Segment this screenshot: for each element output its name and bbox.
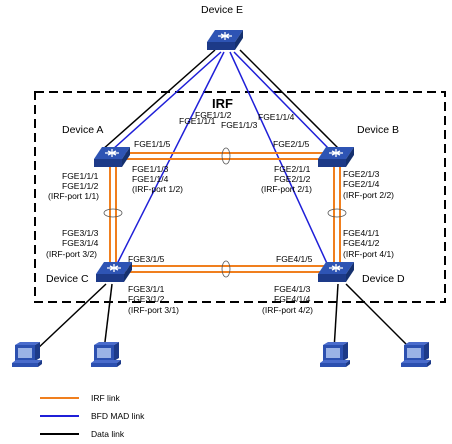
port-label: (IRF-port 1/1) bbox=[48, 191, 99, 201]
port-label: FGE1/1/4 bbox=[132, 174, 169, 184]
device-c-switch-icon[interactable] bbox=[95, 261, 133, 283]
device-e-label: Device E bbox=[201, 4, 243, 16]
port-label: FGE2/1/2 bbox=[274, 174, 311, 184]
port-label: (IRF-port 3/2) bbox=[46, 249, 97, 259]
port-label: FGE2/1/5 bbox=[273, 139, 310, 149]
port-label: FGE3/1/5 bbox=[128, 254, 165, 264]
device-b-switch-icon[interactable] bbox=[317, 146, 355, 168]
device-a-switch-icon[interactable] bbox=[93, 146, 131, 168]
port-label: FGE1/1/2 bbox=[195, 110, 232, 120]
irf-title: IRF bbox=[212, 96, 233, 111]
pc-icon[interactable] bbox=[91, 342, 121, 367]
port-label: FGE4/1/5 bbox=[276, 254, 313, 264]
device-b-label: Device B bbox=[357, 124, 399, 136]
bfd-mad-links bbox=[111, 51, 331, 271]
device-c-label: Device C bbox=[46, 273, 89, 285]
pc-icon[interactable] bbox=[320, 342, 350, 367]
port-label: FGE3/1/3 bbox=[62, 228, 99, 238]
device-e-switch-icon[interactable] bbox=[206, 29, 244, 51]
port-label: (IRF-port 2/1) bbox=[261, 184, 312, 194]
port-label: FGE2/1/4 bbox=[343, 179, 380, 189]
port-label: FGE4/1/2 bbox=[343, 238, 380, 248]
port-label: FGE1/1/3 bbox=[221, 120, 258, 130]
port-label: FGE1/1/2 bbox=[62, 181, 99, 191]
legend-bfd-label: BFD MAD link bbox=[91, 411, 145, 421]
legend-irf-label: IRF link bbox=[91, 393, 121, 403]
legend: IRF link BFD MAD link Data link bbox=[40, 393, 145, 439]
port-label: FGE3/1/2 bbox=[128, 294, 165, 304]
port-label: FGE2/1/3 bbox=[343, 169, 380, 179]
port-label: (IRF-port 4/2) bbox=[262, 305, 313, 315]
port-label: FGE4/1/3 bbox=[274, 284, 311, 294]
pc-icon[interactable] bbox=[12, 342, 42, 367]
device-d-label: Device D bbox=[362, 273, 405, 285]
port-label: FGE4/1/1 bbox=[343, 228, 380, 238]
port-label: (IRF-port 2/2) bbox=[343, 190, 394, 200]
port-label: FGE1/1/4 bbox=[258, 112, 295, 122]
port-label: FGE3/1/1 bbox=[128, 284, 165, 294]
device-a-label: Device A bbox=[62, 124, 103, 136]
irf-boundary bbox=[34, 91, 446, 303]
pc-icon[interactable] bbox=[401, 342, 431, 367]
port-label: FGE4/1/4 bbox=[274, 294, 311, 304]
port-label: FGE1/1/5 bbox=[134, 139, 171, 149]
port-label: FGE1/1/3 bbox=[132, 164, 169, 174]
port-label: FGE3/1/4 bbox=[62, 238, 99, 248]
data-links-lower bbox=[35, 283, 413, 351]
port-label: (IRF-port 1/2) bbox=[132, 184, 183, 194]
legend-data-label: Data link bbox=[91, 429, 125, 439]
irf-links bbox=[109, 152, 341, 273]
port-label: FGE1/1/1 bbox=[179, 116, 216, 126]
port-label: FGE2/1/1 bbox=[274, 164, 311, 174]
port-label: (IRF-port 3/1) bbox=[128, 305, 179, 315]
data-links-upper bbox=[101, 49, 341, 151]
aggregation-marks bbox=[103, 147, 347, 278]
port-label: FGE1/1/1 bbox=[62, 171, 99, 181]
port-label: (IRF-port 4/1) bbox=[343, 249, 394, 259]
